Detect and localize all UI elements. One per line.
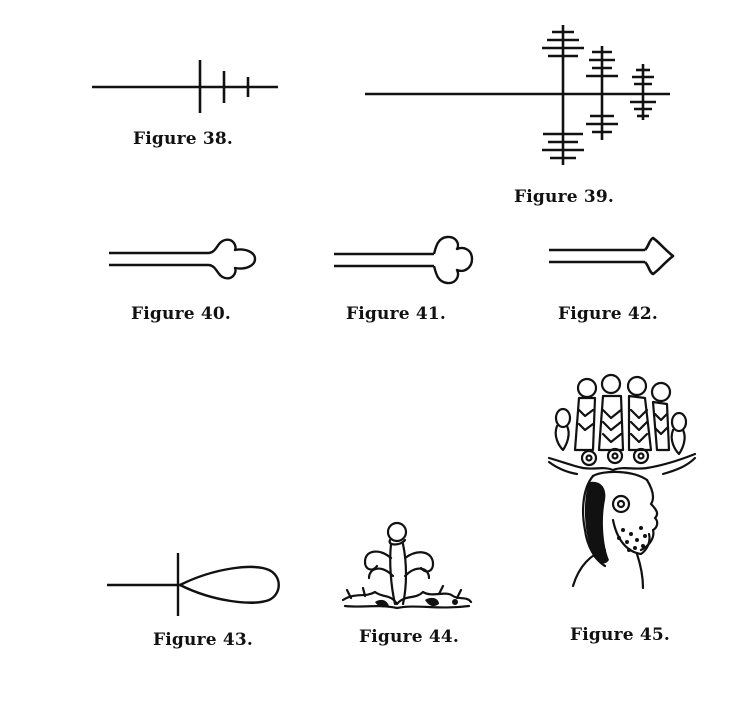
figure-42-caption: Figure 42. (558, 304, 659, 324)
figure-38-caption: Figure 38. (133, 129, 234, 149)
figure-45-caption: Figure 45. (570, 625, 671, 645)
figure-44-symbol (341, 521, 473, 610)
figure-41-symbol (334, 235, 474, 285)
figure-43-symbol (107, 553, 280, 616)
figure-41-caption: Figure 41. (346, 304, 447, 324)
figure-42-symbol (549, 236, 675, 276)
figure-40-symbol (109, 238, 257, 280)
figure-44-caption: Figure 44. (359, 627, 460, 647)
figure-40-caption: Figure 40. (131, 304, 232, 324)
figure-43-caption: Figure 43. (153, 630, 254, 650)
figure-39-caption: Figure 39. (514, 187, 615, 207)
figure-39-symbol (365, 25, 670, 165)
figure-45-symbol (547, 373, 697, 590)
figure-38-symbol (92, 60, 278, 113)
